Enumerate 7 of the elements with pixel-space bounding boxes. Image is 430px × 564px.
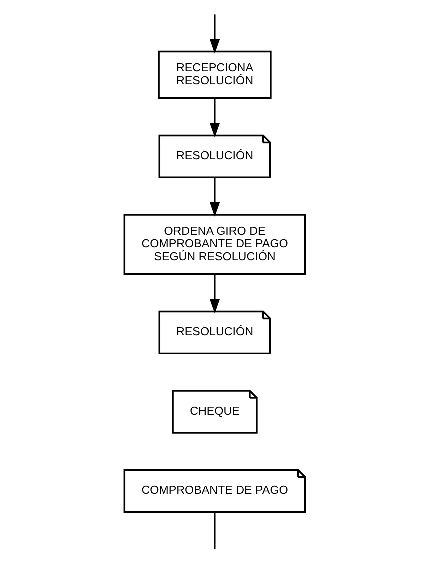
node-box: RECEPCIONA RESOLUCIÓN xyxy=(158,50,272,100)
arrow xyxy=(210,14,220,54)
connector xyxy=(214,512,216,550)
arrow xyxy=(210,274,220,314)
arrow xyxy=(210,178,220,217)
arrow xyxy=(210,98,220,138)
node-box: ORDENA GIRO DE COMPROBANTE DE PAGO SEGÚN RESOLUCIÓN xyxy=(124,214,306,276)
